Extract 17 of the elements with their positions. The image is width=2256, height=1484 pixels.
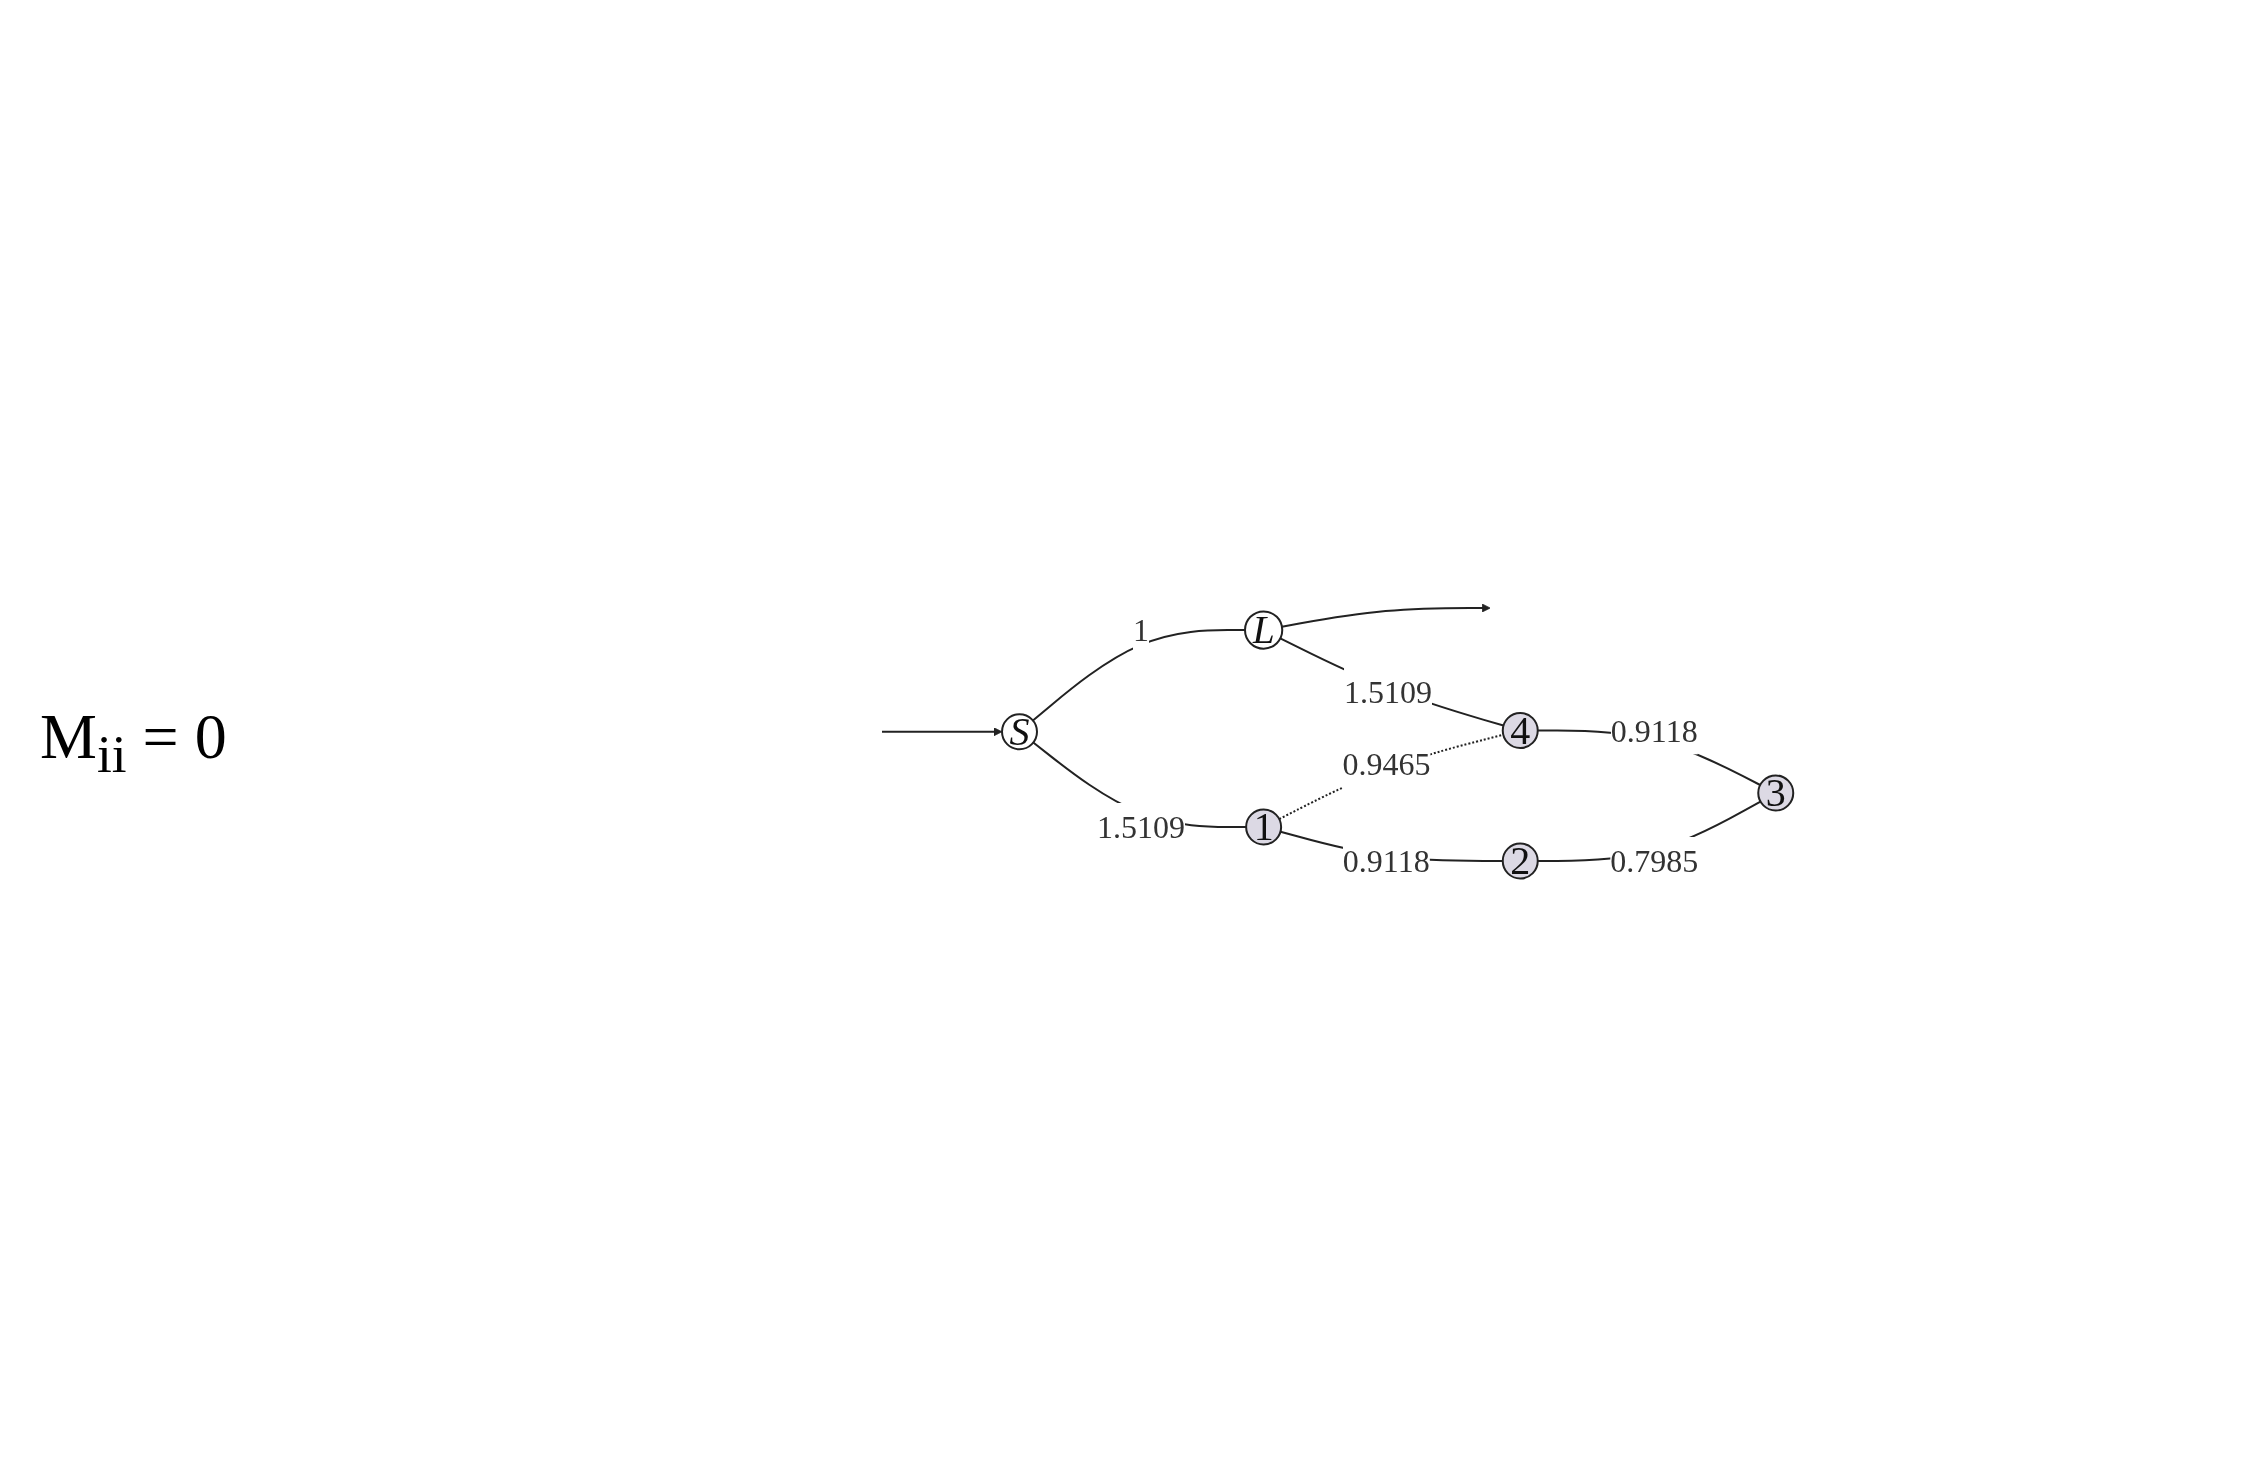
node-circle: 1 bbox=[1245, 808, 1283, 846]
edge-label: 1.5109 bbox=[1097, 809, 1186, 845]
edge-label: 1 bbox=[1133, 612, 1150, 648]
node-circle: L bbox=[1244, 610, 1284, 650]
edge-label: 0.9118 bbox=[1611, 712, 1699, 749]
edge-label: 0.9118 bbox=[1343, 843, 1431, 879]
edge-label: 0.7985 bbox=[1610, 843, 1699, 879]
node-circle: 2 bbox=[1502, 842, 1540, 880]
edge-label: 0.9465 bbox=[1342, 746, 1431, 783]
node-circle: 3 bbox=[1757, 774, 1795, 812]
node-circle: 4 bbox=[1502, 712, 1540, 749]
arrow bbox=[881, 727, 1003, 737]
node-circle: S bbox=[1001, 713, 1039, 751]
connector bbox=[1279, 637, 1505, 727]
arrow bbox=[1281, 603, 1492, 628]
note-text: M$_{ii}$ = 0 bbox=[40, 699, 228, 785]
edge-label: 1.5109 bbox=[1344, 673, 1433, 710]
